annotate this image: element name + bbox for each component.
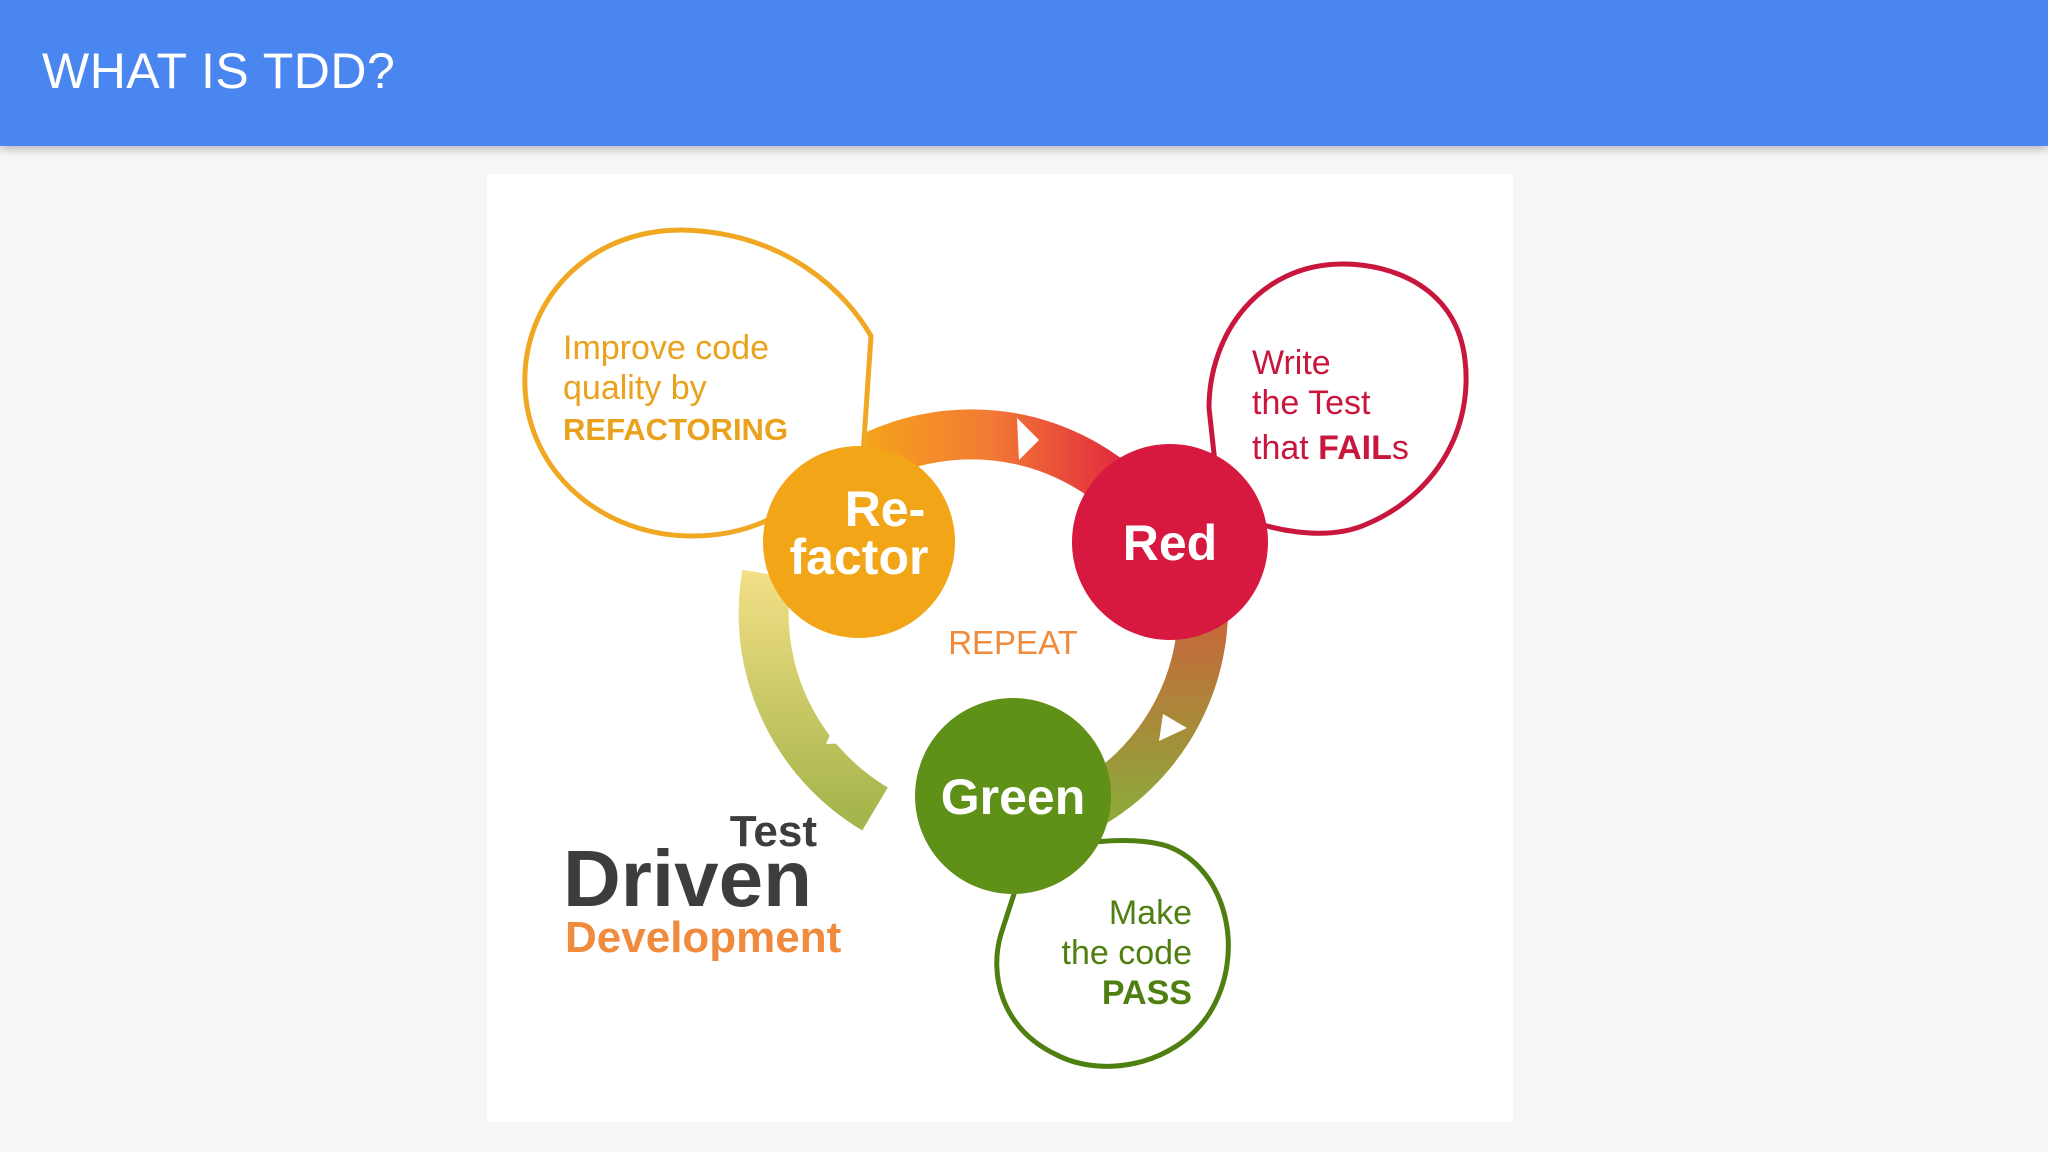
callout-red-line1: Write — [1252, 344, 1331, 382]
arrow-icon — [1159, 714, 1187, 741]
callout-green-line2: the code — [1062, 934, 1192, 972]
arrow-icon — [1017, 418, 1039, 460]
stage-green-label: Green — [941, 769, 1086, 825]
tdd-diagram-svg: Improve code quality by REFACTORING Writ… — [522, 227, 1469, 1069]
ring-arc-left — [738, 569, 889, 831]
wordmark-test: Test — [730, 807, 818, 856]
title-bar: WHAT IS TDD? — [0, 0, 2048, 146]
callout-refactor-line3: REFACTORING — [563, 412, 788, 447]
stage-red-label: Red — [1123, 515, 1217, 571]
stage-red: Red — [1072, 444, 1268, 640]
callout-refactor: Improve code quality by REFACTORING — [522, 227, 874, 539]
stage-refactor: Re- factor — [763, 446, 955, 638]
callout-green: Make the code PASS — [994, 838, 1231, 1069]
tdd-wordmark: Test Driven Development — [563, 807, 842, 962]
arrow-icon — [826, 714, 854, 744]
stage-refactor-line2: factor — [790, 529, 929, 585]
wordmark-development: Development — [565, 913, 842, 962]
stage-green: Green — [915, 698, 1111, 894]
callout-green-line3: PASS — [1102, 974, 1192, 1012]
callout-green-line1: Make — [1109, 894, 1192, 932]
callout-refactor-line2: quality by — [563, 369, 707, 407]
callout-refactor-line1: Improve code — [563, 329, 769, 367]
callout-red: Write the Test that FAILs — [1206, 261, 1469, 536]
ring-arc-top — [846, 409, 1140, 511]
callout-red-line3: that FAILs — [1252, 429, 1409, 467]
repeat-label: REPEAT — [948, 624, 1078, 661]
slide-title: WHAT IS TDD? — [42, 43, 396, 99]
tdd-cycle-diagram: Improve code quality by REFACTORING Writ… — [487, 174, 1513, 1122]
stage-refactor-line1: Re- — [845, 481, 926, 537]
wordmark-driven: Driven — [563, 834, 812, 923]
callout-red-line2: the Test — [1252, 384, 1371, 422]
